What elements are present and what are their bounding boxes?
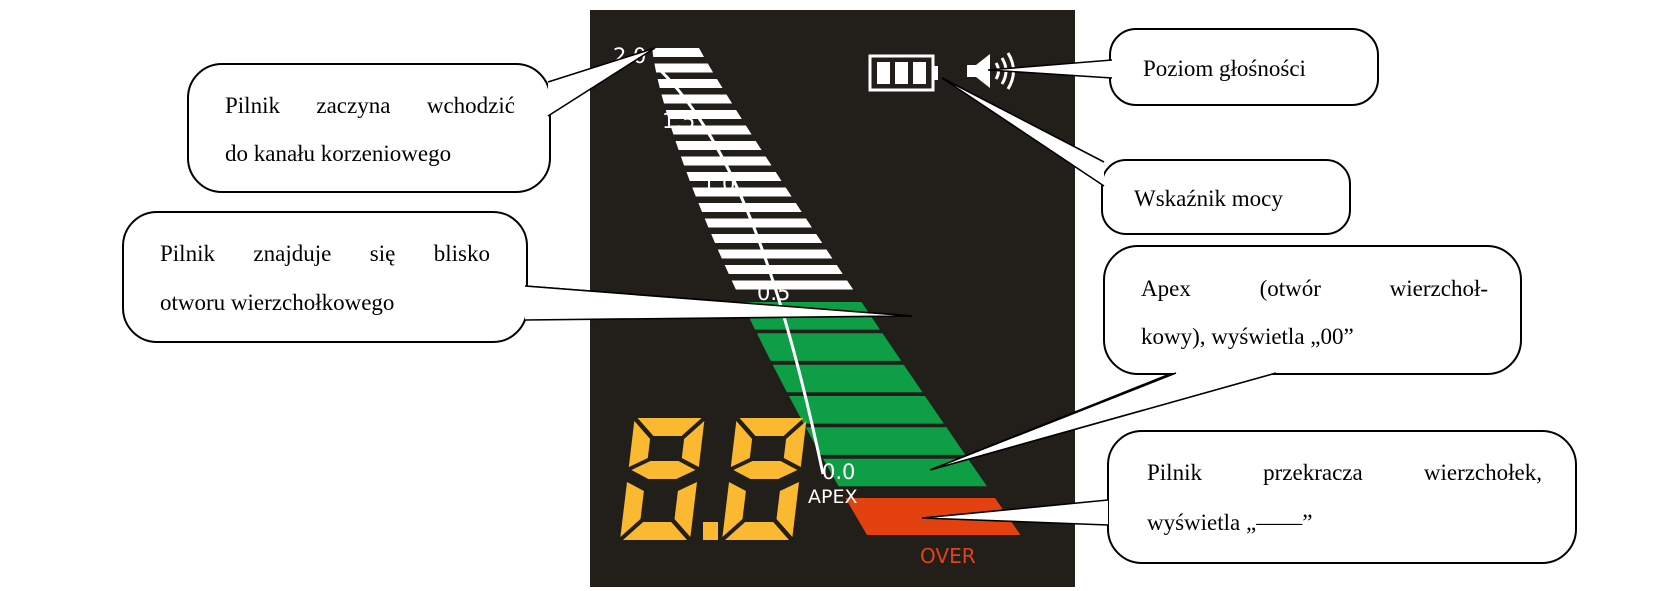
scale-label-1-0: 1.0 [702, 172, 735, 196]
digit-segment [722, 482, 746, 537]
white-bar-segment [670, 125, 752, 135]
white-bar-segment [652, 48, 704, 57]
white-bar-segment [654, 63, 714, 73]
apex-label: APEX [808, 486, 857, 508]
digit-segment [776, 482, 799, 537]
callout-file-near-apex: Pilnik znajduje się blisko otworu wierzc… [160, 242, 490, 332]
white-bar-segment [657, 79, 723, 88]
white-bar-segment [698, 203, 802, 212]
callout-file-entering-line2: do kanału korzeniowego [225, 141, 452, 166]
bubble-power-indicator [1101, 159, 1351, 235]
callout-file-near-apex-line1: Pilnik znajduje się blisko [160, 242, 490, 265]
digit-segment [681, 421, 705, 467]
white-bar-segment [724, 265, 843, 274]
bubble-file-entering [187, 63, 551, 193]
white-bar-segment [680, 156, 772, 166]
word: Pilnik [1147, 460, 1202, 485]
callout-file-entering-line1: Pilnik zaczyna wchodzić [225, 94, 515, 117]
word: Pilnik [225, 93, 280, 118]
digit-segment [628, 421, 651, 467]
scale-label-0-5: 0.5 [757, 281, 790, 305]
callout-pointer-edge [941, 77, 1105, 187]
callout-apex: Apex (otwór wierzchoł- kowy), wyświetla … [1141, 277, 1488, 367]
digit-segment [783, 421, 807, 467]
white-bar-segment [717, 249, 833, 259]
word: się [369, 241, 396, 266]
white-bar-segment [731, 280, 854, 290]
word: Apex [1141, 276, 1191, 301]
word: Pilnik [160, 241, 215, 266]
digit-segment [674, 482, 697, 537]
callout-pointer-fill [525, 286, 912, 320]
bubble-over-apex [1107, 430, 1577, 564]
white-bar-segment [661, 94, 733, 104]
digit-segment [637, 418, 702, 436]
green-bar-segment [788, 396, 944, 424]
word: blisko [433, 241, 490, 266]
callout-pointer-edge [921, 499, 1109, 526]
callout-pointer-edge [524, 285, 913, 321]
callout-pointer-edge [929, 372, 1277, 471]
callout-power-indicator-text: Wskaźnik mocy [1134, 186, 1283, 211]
word: znajduje [253, 241, 332, 266]
callout-file-near-apex-line2: otworu wierzchołkowego [160, 290, 395, 315]
word: wierzchołek, [1423, 460, 1542, 485]
green-bar-segment [772, 364, 923, 393]
digit-readout [620, 418, 807, 540]
callout-pointers [524, 47, 1277, 526]
callout-pointer-fill [988, 60, 1112, 78]
callout-apex-line2: kowy), wyświetla „00” [1141, 324, 1354, 349]
callout-file-entering: Pilnik zaczyna wchodzić do kanału korzen… [225, 94, 515, 184]
digit-segment [733, 461, 798, 479]
callout-over-apex: Pilnik przekracza wierzchołek, wyświetla… [1147, 461, 1542, 551]
callout-over-apex-line1: Pilnik przekracza wierzchołek, [1147, 461, 1542, 484]
digit-segment [631, 461, 696, 479]
scale-label-1-5: 1.5 [662, 109, 695, 133]
digit-segment [739, 418, 804, 436]
word: wierzchoł- [1389, 276, 1488, 301]
callout-pointer-edge [547, 47, 656, 117]
bubble-apex [1103, 245, 1522, 375]
callout-pointer-fill [922, 500, 1108, 525]
word: zaczyna [316, 93, 391, 118]
scale-label-0-0: 0.0 [822, 460, 855, 484]
digit-segment [730, 421, 753, 467]
over-label: OVER [920, 544, 976, 568]
callout-over-apex-line2: wyświetla „——” [1147, 510, 1313, 535]
digit-segment [725, 522, 789, 540]
callout-pointer-edge [987, 59, 1113, 79]
scale-curve [659, 69, 825, 475]
digit-segment [620, 482, 644, 537]
white-bar-segment [692, 187, 792, 197]
white-bar-segment [704, 218, 812, 228]
green-bar-segment [805, 427, 966, 455]
digit-segment [623, 522, 687, 540]
white-bar-segment [675, 141, 762, 150]
decimal-point [703, 522, 718, 540]
callout-apex-line1: Apex (otwór wierzchoł- [1141, 277, 1488, 300]
word: przekracza [1263, 460, 1363, 485]
white-bar-segment [686, 172, 782, 181]
bubble-file-near-apex [122, 211, 528, 343]
word: wchodzić [426, 93, 515, 118]
green-bar-segment [756, 333, 902, 361]
word: (otwór [1259, 276, 1321, 301]
battery-icon [868, 54, 938, 92]
white-bar-segment [711, 234, 823, 243]
callout-volume-level-text: Poziom głośności [1143, 56, 1306, 81]
white-bar-segment [665, 110, 742, 119]
